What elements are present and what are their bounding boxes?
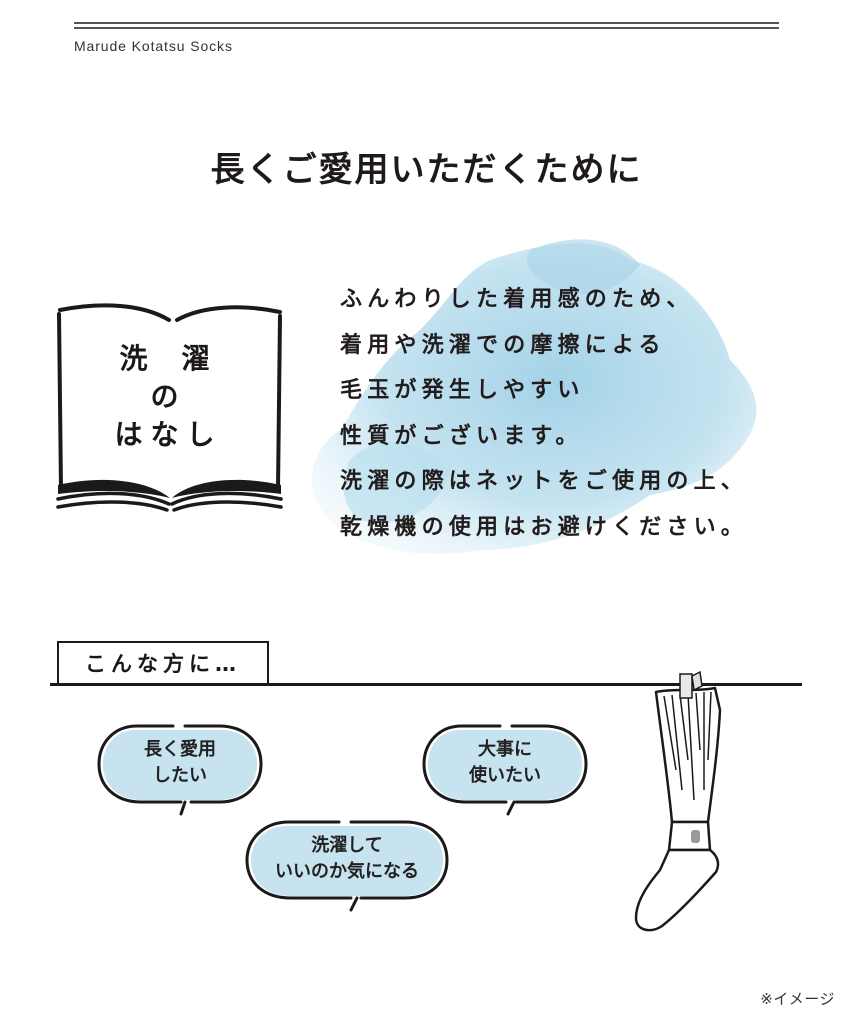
bubble-1-text: 長く愛用 したい — [144, 739, 216, 786]
page-title: 長くご愛用いただくために — [210, 150, 643, 190]
speech-bubble-3 — [245, 820, 449, 912]
bubble-3-text: 洗濯して いいのか気になる — [275, 835, 419, 882]
book-label: 洗濯 の はなし — [52, 340, 277, 454]
care-description: ふんわりした着用感のため、 着用や洗濯での摩擦による 毛玉が発生しやすい 性質が… — [340, 277, 748, 551]
description-line: ふんわりした着用感のため、 — [340, 287, 694, 312]
open-book-icon — [56, 303, 283, 512]
description-line: 乾燥機の使用はお避けください。 — [340, 514, 749, 540]
hanging-sock-icon — [634, 670, 722, 932]
header-rule-top — [74, 22, 779, 24]
book-label-line1: 洗濯 — [119, 342, 244, 375]
section-tab-label: こんな方に… — [85, 652, 241, 676]
image-footnote: ※イメージ — [760, 990, 835, 1008]
speech-bubble-2 — [422, 724, 588, 816]
brand-name: Marude Kotatsu Socks — [74, 38, 233, 54]
description-line: 着用や洗濯での摩擦による — [340, 332, 666, 358]
description-line: 洗濯の際はネットをご使用の上、 — [340, 469, 749, 495]
description-line: 性質がございます。 — [340, 423, 583, 449]
speech-bubble-1 — [97, 724, 263, 816]
header-rule-bottom — [74, 27, 779, 29]
bubble-2-text: 大事に 使いたい — [469, 739, 541, 786]
book-label-line3: はなし — [114, 418, 223, 451]
book-label-line2: の — [150, 380, 179, 413]
section-tab — [57, 641, 269, 683]
watercolor-wash — [311, 239, 757, 554]
clothesline — [50, 683, 802, 686]
description-line: 毛玉が発生しやすい — [340, 378, 585, 404]
